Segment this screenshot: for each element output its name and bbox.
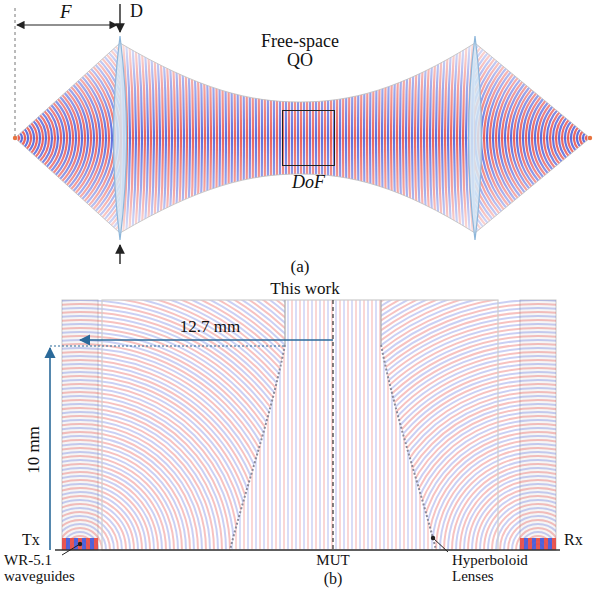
field-pattern — [0, 212, 598, 591]
lens — [114, 36, 127, 240]
dimension-arrow — [119, 245, 120, 264]
dimension-label: D — [130, 2, 143, 21]
focal-point — [588, 136, 592, 140]
box-heading: DoF — [292, 173, 325, 192]
beam-envelope — [15, 43, 590, 233]
waveguide-port — [62, 538, 556, 550]
reference-line — [15, 8, 16, 136]
baseline — [55, 549, 560, 551]
panel-label: (a) — [291, 258, 310, 276]
panel-title: This work — [270, 280, 339, 298]
beam-wavefronts — [0, 0, 598, 289]
part-label: MUT — [316, 553, 349, 569]
dimension-arrow — [119, 4, 120, 32]
leader-line — [433, 538, 448, 552]
leader-line — [62, 544, 80, 555]
hyperboloid-surface — [230, 345, 285, 550]
part-label: WR-5.1 waveguides — [4, 553, 96, 585]
extension-line — [50, 345, 285, 346]
depth-of-field-box: DoF — [282, 110, 335, 166]
dimension-arrow — [17, 24, 117, 25]
port-label: Tx — [22, 532, 40, 549]
port-label: Rx — [564, 532, 583, 549]
panel-label: (b) — [324, 571, 343, 588]
lens — [469, 36, 482, 240]
dimension-label: 10 mm — [25, 426, 43, 474]
part-label: Hyperboloid Lenses — [452, 553, 552, 585]
frame — [102, 300, 498, 550]
dimension-arrow — [49, 348, 51, 550]
title-label: Free-space QO — [254, 32, 346, 70]
lens-edge — [380, 300, 381, 345]
dimension-label: F — [60, 2, 72, 22]
mut-plane — [332, 300, 333, 550]
lens-edge — [284, 300, 285, 345]
hyperboloid-surface — [381, 345, 436, 550]
dimension-label: 12.7 mm — [180, 318, 240, 336]
focal-point — [13, 136, 17, 140]
optical-axis — [15, 138, 590, 139]
dimension-arrow — [80, 339, 333, 341]
